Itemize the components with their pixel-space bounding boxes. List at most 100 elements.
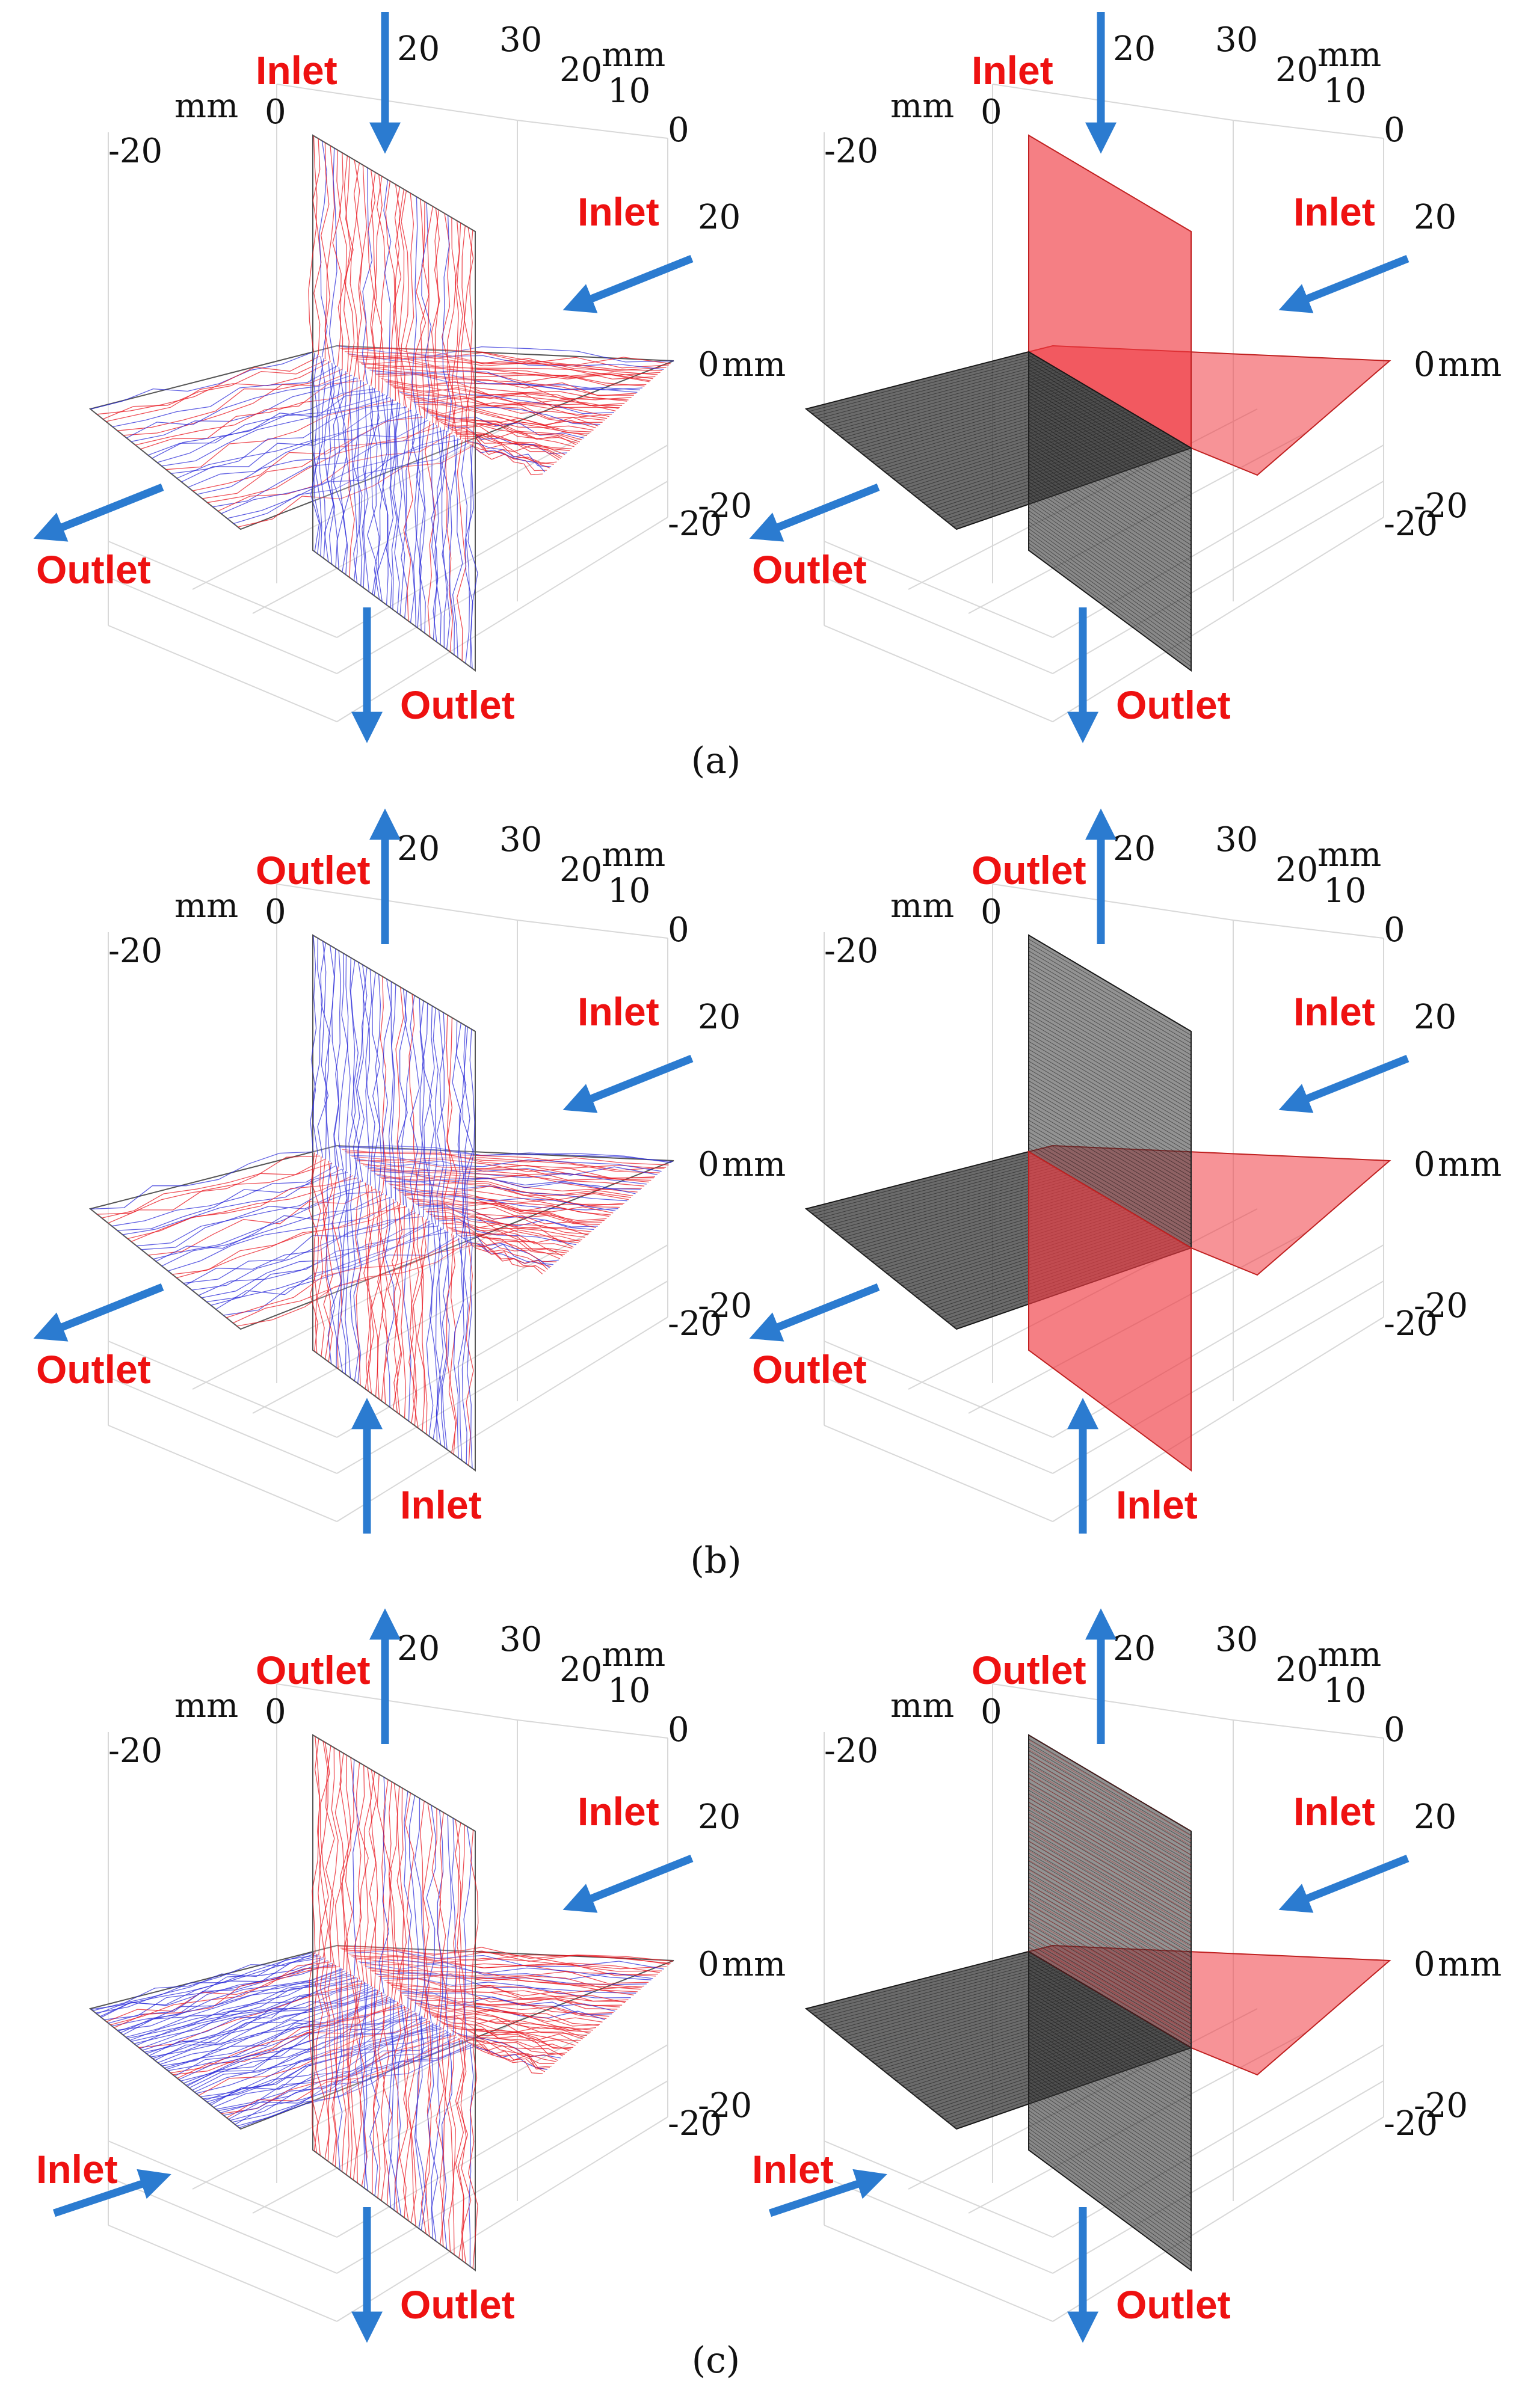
tick-label: 0 (668, 911, 689, 950)
plane-line (1028, 2106, 1192, 2222)
tick-label: -20 (1384, 2104, 1438, 2143)
streamline (374, 174, 383, 392)
plane-line (1028, 1855, 1192, 1952)
plane-line (1028, 1786, 1192, 1883)
plane-line (1028, 1841, 1192, 1938)
streamline (458, 1825, 465, 2042)
plane-line (1028, 1821, 1192, 1918)
streamline (353, 1178, 363, 1384)
streamline (401, 1992, 612, 2015)
streamline (340, 1968, 347, 2172)
streamline (404, 1793, 414, 2010)
streamline (416, 998, 425, 1215)
tick-label: -20 (698, 1286, 752, 1325)
streamline (422, 409, 592, 432)
streamline (131, 1177, 357, 1242)
streamline (441, 213, 451, 430)
axis-unit-label: mm (174, 1686, 238, 1725)
streamline (446, 2026, 570, 2051)
streamline (417, 2005, 596, 2031)
plane-line (1028, 1029, 1192, 1126)
streamline (384, 380, 629, 401)
tick-label: 0 (698, 345, 719, 384)
streamline (455, 2038, 464, 2258)
plane-line (1028, 546, 1192, 667)
plane-line (818, 1959, 1042, 2019)
streamline (212, 429, 445, 508)
streamline (354, 1977, 363, 2183)
streamline (341, 1949, 670, 1965)
streamline (95, 1955, 319, 2013)
streamline (122, 1172, 348, 1235)
streamline (427, 2012, 587, 2036)
bottom-flow-label: Outlet (400, 2282, 515, 2327)
left-flow-arrow (33, 483, 164, 542)
plane-line (1028, 1096, 1192, 1193)
plane-line (1028, 1825, 1192, 1922)
plane-line (1028, 2074, 1192, 2186)
streamline (437, 419, 579, 444)
grid-line (824, 1425, 1053, 1522)
bottom-flow-label: Outlet (1116, 683, 1231, 727)
streamline (378, 374, 634, 396)
grid-line (336, 2116, 668, 2322)
streamline (142, 1984, 369, 2051)
streamline (376, 176, 386, 393)
plane-line (815, 357, 1039, 417)
plane-line (1028, 1112, 1192, 1209)
streamline (349, 376, 358, 581)
streamline (114, 1966, 339, 2029)
streamline (198, 1220, 430, 1296)
plane-line (1028, 2059, 1192, 2170)
plane-line (1028, 970, 1192, 1067)
plane-line (1028, 434, 1192, 542)
plane-line (1028, 387, 1192, 489)
plane-line (1028, 431, 1192, 538)
streamline (369, 1988, 380, 2196)
plane-line (1028, 2135, 1192, 2255)
plane-line (1028, 1128, 1192, 1225)
streamline (401, 991, 412, 1208)
plane-line (1028, 539, 1192, 659)
streamline (404, 1192, 609, 1217)
plane-line (1028, 1831, 1192, 1928)
left-flow-label: Outlet (36, 1347, 151, 1392)
tick-label: -20 (698, 487, 752, 526)
grid-line (824, 2225, 1053, 2322)
streamline (443, 1015, 453, 1232)
streamline (359, 1961, 653, 1980)
streamline (350, 1155, 662, 1172)
streamline (235, 2044, 470, 2125)
streamline (345, 1151, 667, 1171)
grid-line (276, 1683, 518, 1721)
plane-line (1028, 1052, 1192, 1150)
streamline (90, 351, 313, 410)
plane-line (1028, 1021, 1192, 1119)
axis-unit-label: mm (1438, 1945, 1502, 1984)
streamline (315, 1956, 325, 2156)
plane-line (1028, 978, 1192, 1075)
streamline (176, 1206, 407, 1279)
plane-line (1028, 2070, 1192, 2182)
plane-line (1028, 1758, 1192, 1856)
tick-label: -20 (1414, 1286, 1468, 1325)
streamline (97, 355, 321, 415)
streamline (323, 361, 334, 562)
grid-line (824, 1341, 1053, 1438)
grid-line (1233, 1719, 1384, 1739)
streamline (457, 2040, 469, 2261)
plane-line (1028, 1018, 1192, 1114)
streamline (453, 1238, 464, 1458)
plane-line (1028, 1139, 1192, 1236)
plane-line (1028, 1994, 1192, 2097)
streamline (181, 410, 411, 482)
streamline (353, 162, 363, 379)
row-caption: (c) (692, 2339, 740, 2382)
row-caption: (a) (691, 740, 741, 782)
plane-line (1028, 1829, 1192, 1926)
grid-line (336, 2080, 668, 2274)
plane-line (1028, 467, 1192, 578)
streamline (437, 1810, 444, 2027)
upper-streamlines (310, 935, 475, 1246)
streamline (123, 372, 349, 436)
